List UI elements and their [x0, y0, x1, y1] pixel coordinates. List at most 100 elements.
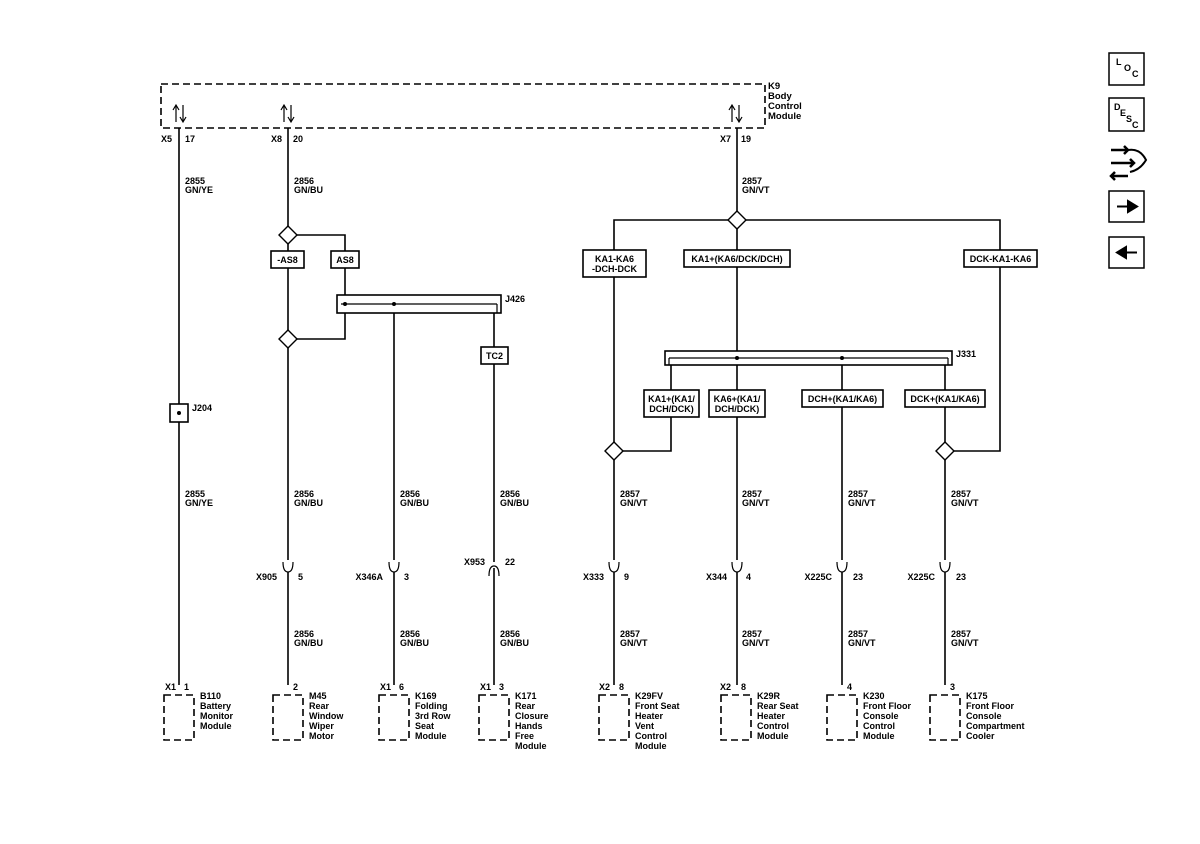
option-label: -DCH-DCK	[592, 264, 637, 274]
component-name: Rear	[309, 701, 330, 711]
component-name: Module	[415, 731, 447, 741]
wire-label-color: GN/BU	[500, 638, 529, 648]
option-label: TC2	[486, 351, 503, 361]
circuit-2856: 2856 GN/BU -AS8 AS8 J426 TC2 2856 GN/BU …	[270, 128, 529, 562]
component-name: Module	[863, 731, 895, 741]
loc-letter: L	[1116, 57, 1122, 67]
wire-label-color: GN/BU	[294, 185, 323, 195]
component-name: Window	[309, 711, 344, 721]
component-name: Closure	[515, 711, 549, 721]
component-ref: K175	[966, 691, 988, 701]
wire-label-number: 2855	[185, 176, 205, 186]
option-label: DCK-KA1-KA6	[970, 254, 1032, 264]
desc-letter: S	[1126, 114, 1132, 124]
wire-label-color: GN/YE	[185, 498, 213, 508]
component-connector: X1	[380, 682, 391, 692]
wire-label-number: 2857	[742, 176, 762, 186]
wire-label-color: GN/VT	[742, 185, 770, 195]
component-k175: 3 K175 Front Floor Console Compartment C…	[929, 682, 1025, 741]
wire-label-color: GN/VT	[742, 498, 770, 508]
component-name: Module	[757, 731, 789, 741]
component-name: Front Floor	[966, 701, 1014, 711]
back-arrow-icon[interactable]	[1108, 236, 1145, 269]
wire-label-color: GN/BU	[500, 498, 529, 508]
component-name: Console	[966, 711, 1002, 721]
bcm-name-line-3: Module	[768, 111, 801, 122]
serial-data-arrow-icon	[172, 103, 187, 124]
component-pin: 3	[950, 682, 955, 692]
wire-label-color: GN/VT	[848, 638, 876, 648]
component-name: Folding	[415, 701, 448, 711]
inline-connector-label: X344	[706, 572, 727, 582]
forward-arrow-icon[interactable]	[1108, 190, 1145, 223]
desc-letter: E	[1120, 108, 1126, 118]
component-box	[163, 694, 195, 741]
junction-label: J204	[192, 403, 212, 413]
inline-connector-pin: 23	[853, 572, 863, 582]
desc-letter: D	[1114, 102, 1121, 112]
desc-button[interactable]: D E S C	[1108, 97, 1145, 132]
component-name: Compartment	[966, 721, 1025, 731]
bcm-name-line-1: Body	[768, 91, 792, 102]
wire-label-color: GN/VT	[951, 638, 979, 648]
lower-wire-labels: 2856 GN/BU 2856 GN/BU 2856 GN/BU 2857 GN…	[294, 629, 979, 648]
option-diamond	[727, 210, 747, 230]
component-name: Console	[863, 711, 899, 721]
component-connector: X1	[480, 682, 491, 692]
bcm-connector-x5: X5	[161, 134, 172, 144]
component-pin: 3	[499, 682, 504, 692]
wire-label-number: 2856	[500, 629, 520, 639]
component-pin: 6	[399, 682, 404, 692]
body-control-module: K9 Body Control Module X5 17 X8 20 X7 19	[160, 81, 802, 144]
wire-label-number: 2856	[400, 489, 420, 499]
inline-connectors: X905 5 X346A 3 X953 22 X333 9 X344 4 X22…	[256, 557, 966, 685]
component-ref: K230	[863, 691, 885, 701]
wire-label-number: 2857	[848, 629, 868, 639]
bcm-connector-x7: X7	[720, 134, 731, 144]
component-name: Module	[200, 721, 232, 731]
component-box	[478, 694, 510, 741]
component-ref: M45	[309, 691, 327, 701]
component-k29r: X2 8 K29R Rear Seat Heater Control Modul…	[720, 682, 799, 741]
inline-connector-label: X333	[583, 572, 604, 582]
component-name: Monitor	[200, 711, 233, 721]
option-diamond	[278, 225, 298, 245]
component-k171: X1 3 K171 Rear Closure Hands Free Module	[478, 682, 549, 751]
component-name: Rear	[515, 701, 536, 711]
schematic-nav-icon[interactable]	[1109, 145, 1148, 181]
component-name: Control	[635, 731, 667, 741]
component-ref: K29FV	[635, 691, 663, 701]
wire-label-number: 2856	[500, 489, 520, 499]
option-label: -AS8	[277, 255, 298, 265]
junction-label: J426	[505, 294, 525, 304]
component-name: Module	[515, 741, 547, 751]
option-diamond	[935, 441, 955, 461]
wire-label-color: GN/VT	[620, 638, 648, 648]
component-ref: B110	[200, 691, 221, 701]
wire-label-number: 2855	[185, 489, 205, 499]
wire-label-color: GN/BU	[294, 638, 323, 648]
wire-label-number: 2856	[294, 489, 314, 499]
inline-connector-pin: 5	[298, 572, 303, 582]
wire-label-number: 2857	[742, 629, 762, 639]
wire-label-color: GN/VT	[848, 498, 876, 508]
option-label: DCH/DCK)	[649, 404, 694, 414]
option-label: AS8	[336, 255, 354, 265]
inline-connector-label: X953	[464, 557, 485, 567]
component-name: Front Floor	[863, 701, 911, 711]
wire-label-color: GN/VT	[742, 638, 770, 648]
loc-button[interactable]: L O C	[1108, 52, 1145, 86]
bcm-pin-20: 20	[293, 134, 303, 144]
wire-label-color: GN/BU	[400, 498, 429, 508]
bcm-pin-19: 19	[741, 134, 751, 144]
bcm-name-line-2: Control	[768, 101, 802, 112]
component-b110: X1 1 B110 Battery Monitor Module	[163, 682, 233, 741]
circuit-2855: 2855 GN/YE J204 2855 GN/YE	[169, 128, 213, 685]
component-pin: 8	[619, 682, 624, 692]
component-name: Battery	[200, 701, 231, 711]
component-box	[826, 694, 858, 741]
component-name: Cooler	[966, 731, 995, 741]
option-box-ka1-ka6-dch-dck	[582, 249, 647, 278]
component-name: Heater	[757, 711, 786, 721]
desc-letter: C	[1132, 120, 1139, 130]
